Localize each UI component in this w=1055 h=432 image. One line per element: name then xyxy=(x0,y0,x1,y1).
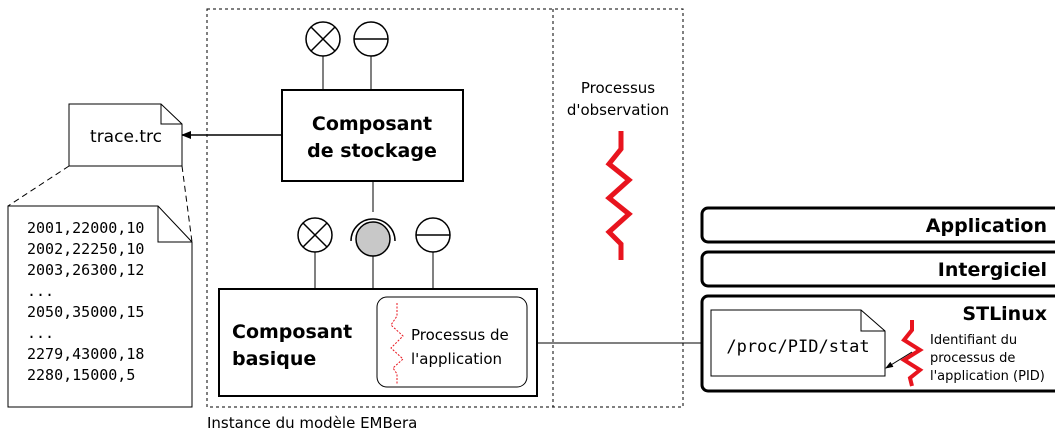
basic-component-line1: Composant xyxy=(232,321,352,343)
pid-label-line: Identifiant du xyxy=(930,333,1017,348)
trace-file-icon xyxy=(68,103,183,167)
pid-label-line: processus de xyxy=(930,351,1015,366)
trace-line: 2002,22250,10 xyxy=(27,240,144,258)
layer-stlinux-label: STLinux xyxy=(962,303,1047,325)
observation-process-line1: Processus xyxy=(581,79,655,97)
proc-file-path: /proc/PID/stat xyxy=(726,337,869,357)
zoom-line-right xyxy=(181,165,193,243)
trace-line: 2050,35000,15 xyxy=(27,303,144,321)
proc-file-icon xyxy=(710,309,886,377)
layer-application xyxy=(700,206,1055,244)
provided-interface-icon xyxy=(415,217,451,253)
app-process-line1: Processus de xyxy=(411,326,509,344)
pid-thread-icon xyxy=(900,320,924,387)
application-thread-icon xyxy=(390,303,404,384)
instance-caption: Instance du modèle EMBera xyxy=(207,414,417,432)
trace-line: ... xyxy=(27,282,54,300)
app-process-line2: l'application xyxy=(411,350,502,368)
basic-component-line2: basique xyxy=(232,348,316,370)
storage-component-line2: de stockage xyxy=(307,140,437,162)
storage-component xyxy=(281,89,464,182)
required-interface-icon xyxy=(350,218,396,257)
pid-arrow xyxy=(885,351,913,369)
control-interface-icon xyxy=(305,21,341,57)
storage-component-line1: Composant xyxy=(312,113,432,135)
observation-thread-icon xyxy=(605,131,633,260)
layer-intergiciel-label: Intergiciel xyxy=(938,259,1047,281)
application-process-box xyxy=(376,296,528,388)
trace-line: 2001,22000,10 xyxy=(27,219,144,237)
pid-label-line: l'application (PID) xyxy=(930,369,1045,384)
control-interface-icon xyxy=(297,217,333,253)
trace-line: 2280,15000,5 xyxy=(27,366,135,384)
provided-interface-icon xyxy=(353,21,389,57)
observation-process-line2: d'observation xyxy=(567,101,669,119)
trace-line: ... xyxy=(27,324,54,342)
trace-line: 2279,43000,18 xyxy=(27,345,144,363)
trace-contents-page xyxy=(7,205,193,408)
zoom-line-left xyxy=(7,165,70,207)
layer-application-label: Application xyxy=(926,215,1047,237)
trace-file-name: trace.trc xyxy=(90,127,162,147)
layer-intergiciel xyxy=(700,250,1055,288)
instance-boundary xyxy=(206,8,684,408)
trace-line: 2003,26300,12 xyxy=(27,261,144,279)
